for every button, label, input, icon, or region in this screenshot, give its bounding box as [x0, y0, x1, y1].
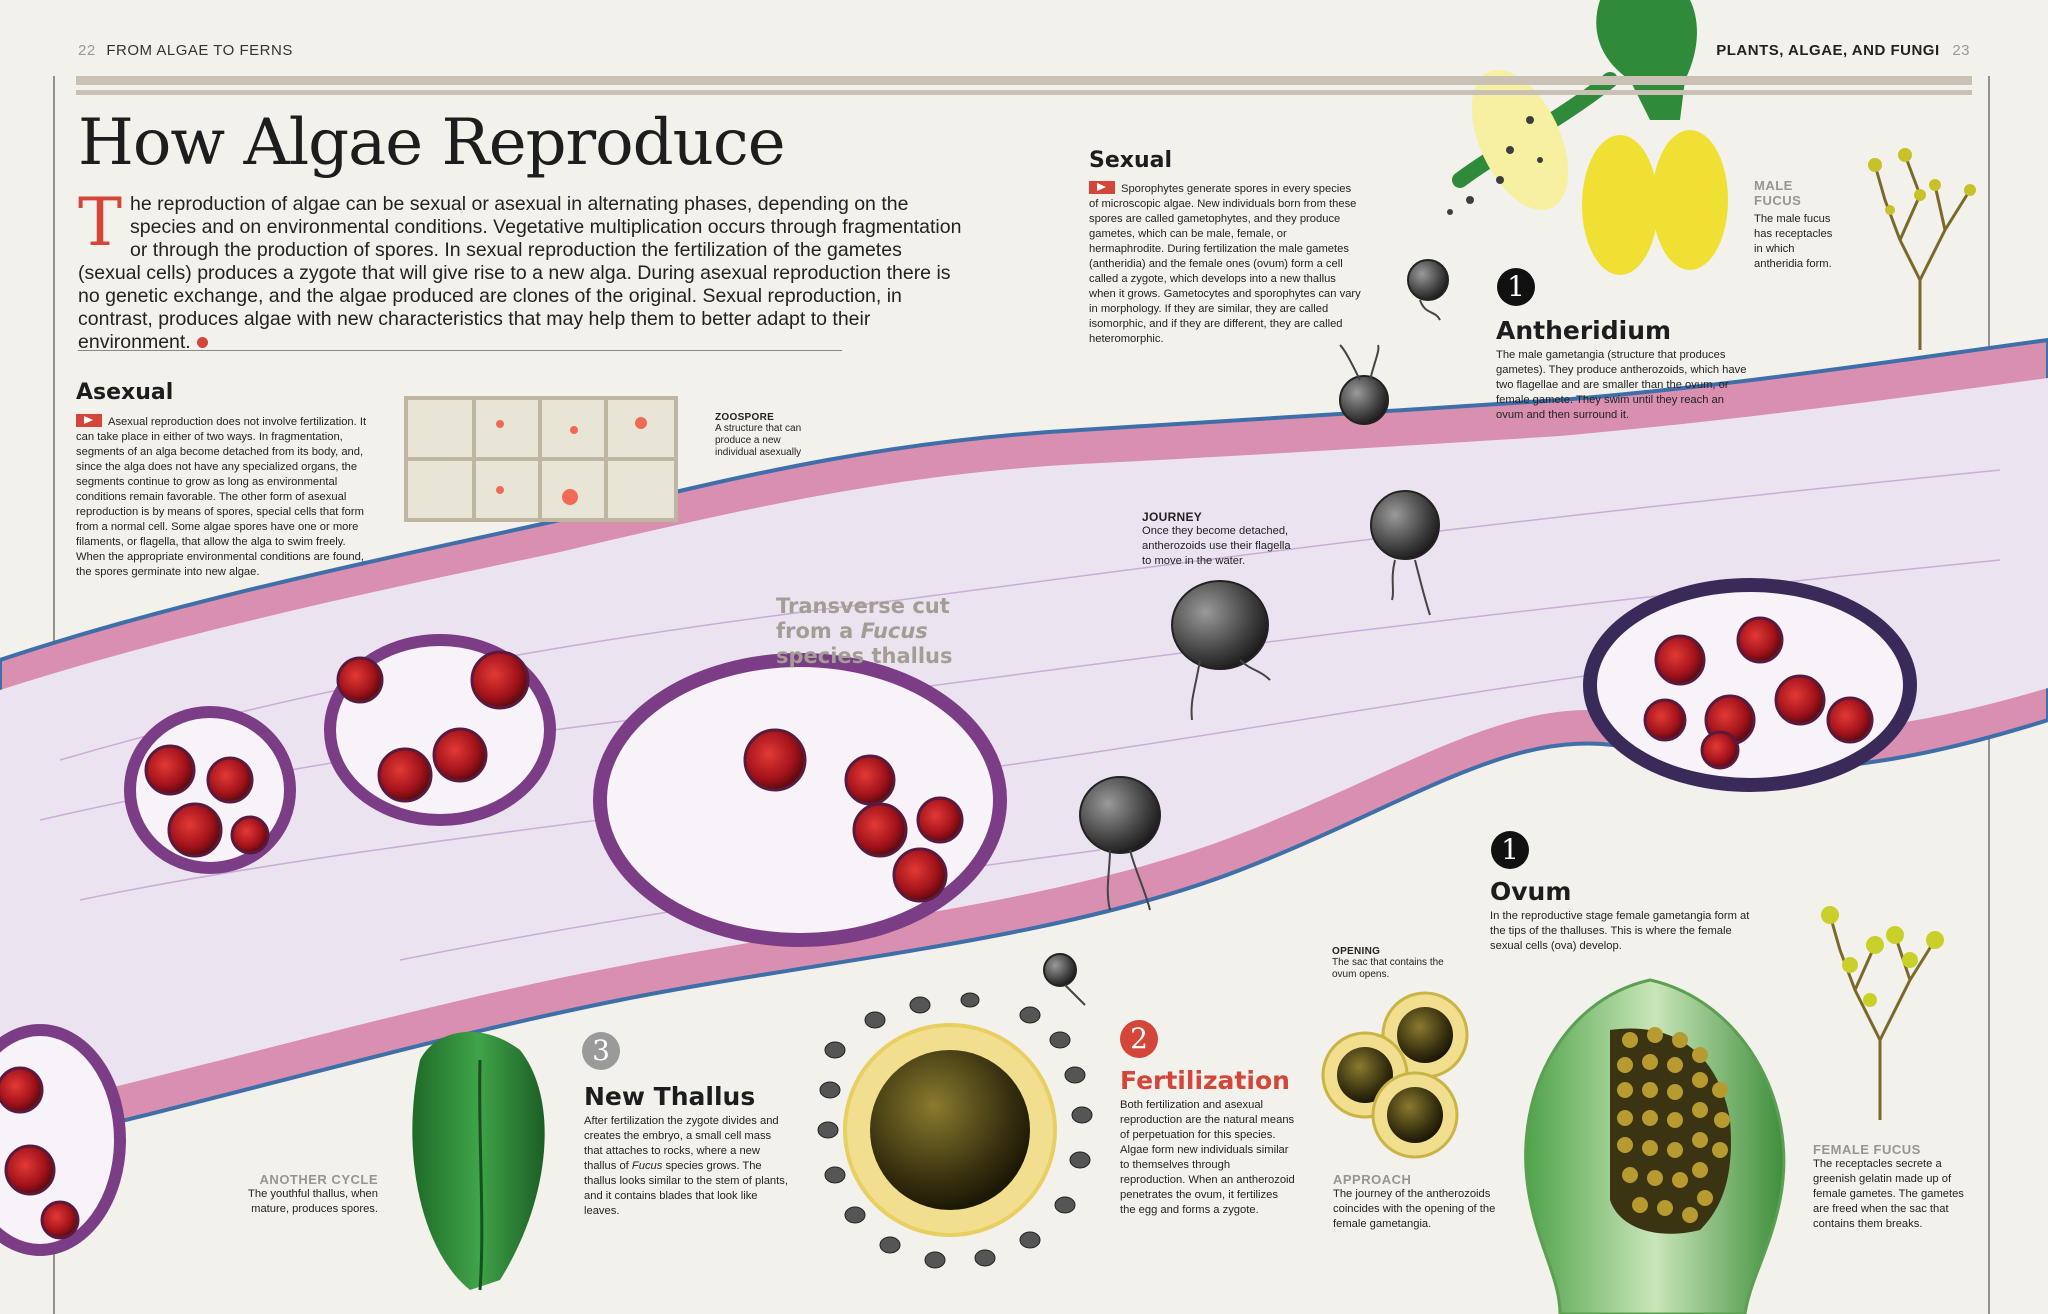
- fertilization-heading: Fertilization: [1120, 1066, 1290, 1095]
- running-header-left: 22 FROM ALGAE TO FERNS: [78, 42, 293, 59]
- male-fucus-plant-art: [1868, 148, 1976, 350]
- opening-text: The sac that contains the ovum opens.: [1332, 957, 1444, 980]
- journey-label: JOURNEY: [1142, 510, 1203, 524]
- fertilization-text: Both fertilization and asexual reproduct…: [1120, 1099, 1295, 1216]
- header-rule-top: [76, 76, 1972, 85]
- running-header-right: PLANTS, ALGAE, AND FUNGI 23: [1716, 42, 1970, 59]
- flagella: [1064, 299, 1441, 1006]
- transverse-cut-label: Transverse cut from a Fucus species thal…: [776, 594, 952, 669]
- zoospore-callout: ZOOSPORE A structure that can produce a …: [715, 412, 825, 459]
- arrow-tag-icon: [1089, 181, 1115, 194]
- another-cycle-text: The youthful thallus, when mature, produ…: [248, 1188, 378, 1215]
- another-cycle-callout: ANOTHER CYCLE The youthful thallus, when…: [240, 1172, 378, 1217]
- zoospore-cells: [496, 417, 647, 505]
- end-dot-icon: [196, 337, 208, 349]
- intro-text: he reproduction of algae can be sexual o…: [78, 193, 962, 353]
- zygote-art: [817, 992, 1093, 1269]
- approach-ova-art: [1321, 991, 1469, 1159]
- antheridium-text: The male gametangia (structure that prod…: [1496, 349, 1747, 421]
- zoospore-diagram: [404, 396, 678, 522]
- thallus-cross-section: [0, 337, 2048, 1153]
- asexual-text: Asexual reproduction does not involve fe…: [76, 416, 367, 578]
- female-fucus-label: FEMALE FUCUS: [1813, 1142, 1921, 1157]
- new-thallus-leaf-art: [412, 1031, 545, 1291]
- sexual-text: Sporophytes generate spores in every spe…: [1089, 183, 1361, 345]
- female-gametangium-art: [1524, 978, 1786, 1314]
- approach-callout: APPROACH The journey of the antherozoids…: [1333, 1172, 1501, 1232]
- step-number-ovum: 1: [1491, 831, 1529, 869]
- cut-label-line1: Transverse cut: [776, 594, 950, 618]
- asexual-heading: Asexual: [76, 380, 174, 405]
- step-number-fertilization: 2: [1120, 1020, 1158, 1058]
- male-receptacles-art: [1447, 0, 1728, 275]
- header-rule-bottom: [76, 90, 1972, 95]
- zoospore-label: ZOOSPORE: [715, 412, 775, 423]
- ovum-heading: Ovum: [1490, 877, 1572, 906]
- cut-label-line2: from a Fucus: [776, 619, 928, 643]
- female-fucus-text: The receptacles secrete a greenish gelat…: [1813, 1158, 1964, 1230]
- another-cycle-label: ANOTHER CYCLE: [259, 1172, 378, 1187]
- cut-label-line3: species thallus: [776, 644, 953, 668]
- step-number-new-thallus: 3: [582, 1032, 620, 1070]
- male-fucus-callout: MALE FUCUS The male fucus has receptacle…: [1754, 178, 1844, 272]
- zoospore-text: A structure that can produce a new indiv…: [715, 423, 802, 458]
- step-number-antheridium: 1: [1497, 268, 1535, 306]
- approach-text: The journey of the antherozoids coincide…: [1333, 1188, 1496, 1230]
- asexual-body: Asexual reproduction does not involve fe…: [76, 414, 374, 580]
- male-fucus-text: The male fucus has receptacles in which …: [1754, 213, 1833, 270]
- conceptacles: [0, 578, 1917, 1256]
- sexual-heading: Sexual: [1089, 148, 1173, 173]
- journey-callout: JOURNEY Once they become detached, anthe…: [1142, 510, 1302, 569]
- approach-label: APPROACH: [1333, 1172, 1412, 1187]
- antherozoids: [1043, 259, 1449, 987]
- arrow-tag-icon: [76, 414, 102, 427]
- ovum-text: In the reproductive stage female gametan…: [1490, 910, 1750, 952]
- journey-text: Once they become detached, antherozoids …: [1142, 525, 1291, 567]
- drop-cap: T: [78, 184, 123, 261]
- intro-divider: [78, 350, 842, 351]
- opening-callout: OPENING The sac that contains the ovum o…: [1332, 946, 1447, 981]
- female-fucus-callout: FEMALE FUCUS The receptacles secrete a g…: [1813, 1142, 1973, 1232]
- page-number-right: 23: [1952, 42, 1970, 59]
- sexual-body: Sporophytes generate spores in every spe…: [1089, 181, 1361, 347]
- new-thallus-heading: New Thallus: [584, 1082, 756, 1111]
- opening-label: OPENING: [1332, 946, 1381, 957]
- male-fucus-label-1: MALE: [1754, 178, 1793, 193]
- antheridium-heading: Antheridium: [1496, 316, 1672, 345]
- female-fucus-plant-art: [1821, 906, 1944, 1120]
- page-number-left: 22: [78, 42, 96, 59]
- section-title-left: FROM ALGAE TO FERNS: [106, 42, 293, 59]
- page-title: How Algae Reproduce: [78, 106, 786, 180]
- new-thallus-text: After fertilization the zygote divides a…: [584, 1115, 788, 1217]
- section-title-right: PLANTS, ALGAE, AND FUNGI: [1716, 42, 1940, 59]
- male-fucus-label-2: FUCUS: [1754, 193, 1802, 208]
